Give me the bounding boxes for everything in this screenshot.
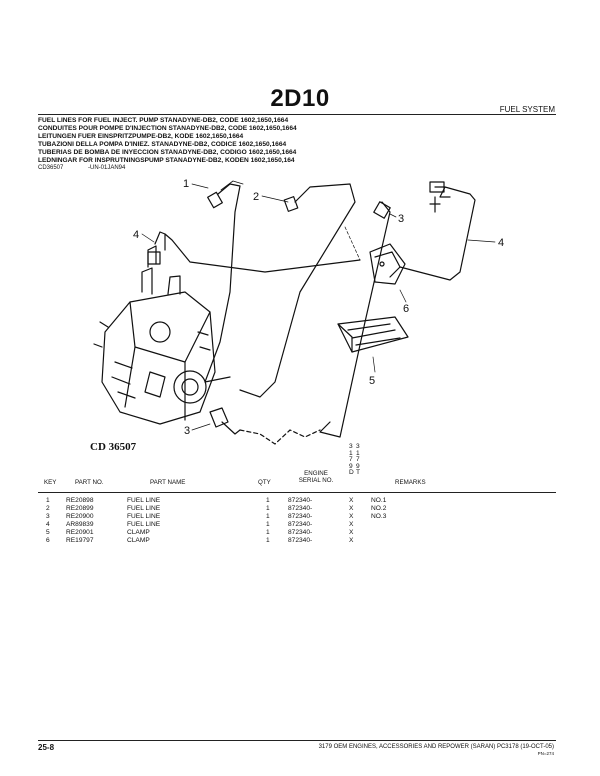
figure-label: CD 36507 (90, 441, 137, 453)
banjo-fitting-drawing (209, 407, 229, 428)
clamp-5-drawing (337, 316, 409, 353)
row-part-name: FUEL LINE (127, 513, 161, 520)
callout-6: 6 (403, 303, 409, 315)
row-part-no: RE20901 (66, 529, 94, 536)
title-line-it: TUBAZIONI DELLA POMPA D'INIEZ. STANADYNE… (38, 141, 287, 148)
row-remarks: NO.2 (371, 505, 387, 512)
column-header-key: KEY (44, 479, 57, 486)
row-part-name: FUEL LINE (127, 497, 161, 504)
footer-page-code: PN=274 (537, 751, 554, 756)
fuel-line-exploded-diagram: 1 2 3 4 4 6 5 3 CD 36507 (90, 178, 504, 453)
figure-ref-code: CD36507 (38, 165, 64, 171)
callout-4-right: 4 (498, 237, 504, 249)
row-serial: 872340- (288, 505, 313, 512)
row-remarks: NO.1 (371, 497, 387, 504)
row-part-no: RE20898 (66, 497, 94, 504)
callout-3-upper: 3 (398, 213, 404, 225)
row-mark: X (349, 513, 354, 520)
row-serial: 872340- (288, 537, 313, 544)
row-qty: 1 (266, 521, 270, 528)
row-key: 6 (46, 537, 50, 544)
column-header-qty: QTY (258, 479, 271, 486)
footer-divider (38, 740, 556, 741)
fuel-line-2 (239, 183, 356, 398)
engine-code-column-2: 3 1 7 9 T (356, 443, 361, 477)
row-mark: X (349, 505, 354, 512)
title-line-fr: CONDUITES POUR POMPE D'INJECTION STANADY… (38, 125, 297, 132)
row-mark: X (349, 521, 354, 528)
row-part-no: RE19797 (66, 537, 94, 544)
column-header-remarks: REMARKS (395, 479, 426, 486)
row-key: 1 (46, 497, 50, 504)
row-serial: 872340- (288, 497, 313, 504)
callout-3-lower: 3 (184, 425, 190, 437)
column-header-engine-serial: ENGINE SERIAL NO. (298, 470, 334, 484)
column-header-part-name: PART NAME (150, 479, 186, 486)
callout-1: 1 (183, 178, 189, 190)
clamp-6-drawing (369, 243, 406, 285)
figure-ref-date: -UN-01JAN94 (88, 165, 126, 171)
engine-code-column-1: 3 1 7 9 D (349, 443, 354, 477)
row-mark: X (349, 497, 354, 504)
title-line-de: LEITUNGEN FUER EINSPRITZPUMPE-DB2, KODE … (38, 133, 244, 140)
row-key: 2 (46, 505, 50, 512)
row-serial: 872340- (288, 521, 313, 528)
row-qty: 1 (266, 537, 270, 544)
row-qty: 1 (266, 497, 270, 504)
row-mark: X (349, 529, 354, 536)
title-line-en: FUEL LINES FOR FUEL INJECT. PUMP STANADY… (38, 117, 289, 124)
row-serial: 872340- (288, 529, 313, 536)
column-header-part-no: PART NO. (75, 479, 104, 486)
callout-4-left: 4 (133, 229, 139, 241)
footer-description: 3179 OEM ENGINES, ACCESSORIES AND REPOWE… (318, 744, 554, 750)
title-divider (38, 114, 556, 115)
row-mark: X (349, 537, 354, 544)
row-part-no: AR89839 (66, 521, 94, 528)
row-key: 5 (46, 529, 50, 536)
page-number: 25-8 (38, 743, 55, 752)
callout-2: 2 (253, 191, 259, 203)
row-key: 4 (46, 521, 50, 528)
page-title: 2D10 (270, 85, 330, 112)
title-line-sv: LEDNINGAR FOR INSPRUTNINGSPUMP STANADYNE… (38, 157, 295, 164)
fuel-line-1 (204, 183, 241, 383)
row-remarks: NO.3 (371, 513, 387, 520)
fuel-line-4-return (399, 186, 476, 281)
fuel-line-4 (154, 231, 361, 273)
row-qty: 1 (266, 513, 270, 520)
table-divider (38, 492, 556, 493)
injection-pump-drawing (93, 245, 216, 425)
section-label: FUEL SYSTEM (499, 105, 555, 114)
row-part-name: FUEL LINE (127, 521, 161, 528)
row-part-name: CLAMP (127, 537, 150, 544)
row-serial: 872340- (288, 513, 313, 520)
callout-5: 5 (369, 375, 375, 387)
row-part-name: CLAMP (127, 529, 150, 536)
row-qty: 1 (266, 529, 270, 536)
row-part-no: RE20899 (66, 505, 94, 512)
row-key: 3 (46, 513, 50, 520)
row-part-name: FUEL LINE (127, 505, 161, 512)
row-part-no: RE20900 (66, 513, 94, 520)
title-line-es: TUBERIAS DE BOMBA DE INYECCION STANADYNE… (38, 149, 297, 156)
row-qty: 1 (266, 505, 270, 512)
